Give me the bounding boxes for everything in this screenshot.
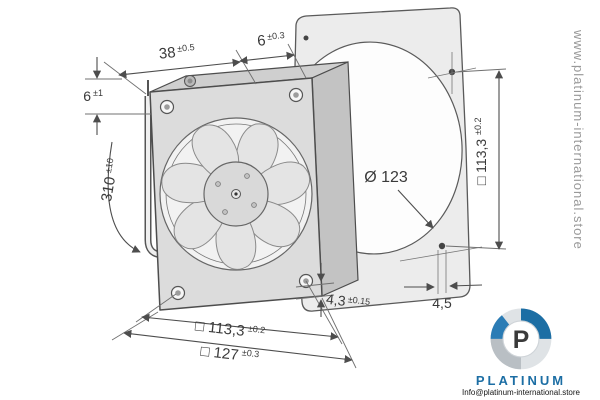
watermark-side-text: www.platinum-international.store bbox=[571, 30, 586, 250]
svg-text:310: 310 bbox=[98, 175, 119, 203]
logo-monogram: P bbox=[513, 327, 530, 354]
svg-text:□ 113,3: □ 113,3 bbox=[473, 139, 489, 186]
svg-text:±10: ±10 bbox=[103, 157, 115, 173]
dim-frame-size: □ 127 ±0.3 bbox=[123, 329, 353, 364]
svg-text:6: 6 bbox=[83, 88, 91, 104]
dim-cutout-diameter: Ø 123 bbox=[364, 169, 434, 229]
dim-mounting-hole-width: 4,5 bbox=[404, 281, 483, 311]
logo-email-text: Info@platinum-international.store bbox=[462, 388, 580, 398]
dim-fan-depth: 38 ±0.5 bbox=[118, 42, 241, 79]
svg-text:±0.2: ±0.2 bbox=[473, 118, 483, 135]
svg-text:6: 6 bbox=[256, 32, 266, 50]
dim-lead-length: 310 ±10 bbox=[98, 141, 141, 253]
svg-text:±1: ±1 bbox=[93, 88, 103, 98]
svg-text:±0.5: ±0.5 bbox=[177, 42, 195, 54]
dim-plate-offset: 4,3 ±0.15 bbox=[295, 263, 371, 317]
svg-text:±0.2: ±0.2 bbox=[247, 323, 265, 335]
axial-fan bbox=[149, 61, 359, 311]
seller-logo: P PLATINUM Info@platinum-international.s… bbox=[446, 304, 596, 398]
dim-lead-exit: 6 ±1 bbox=[83, 57, 152, 135]
dim-hole-spacing-side: □ 113,3 ±0.2 bbox=[473, 70, 504, 250]
plate-hole-bottom-right bbox=[438, 242, 446, 250]
svg-text:±0.3: ±0.3 bbox=[267, 30, 285, 42]
svg-text:Ø 123: Ø 123 bbox=[364, 169, 408, 186]
platinum-logo-icon: P bbox=[490, 308, 552, 370]
plate-hole-top-left bbox=[303, 35, 309, 41]
svg-text:4,5: 4,5 bbox=[432, 295, 452, 311]
impeller-hub bbox=[203, 161, 269, 227]
logo-brand-text: PLATINUM bbox=[475, 372, 567, 388]
svg-text:□ 127: □ 127 bbox=[200, 343, 240, 364]
fan-rear-corner-hole bbox=[187, 78, 193, 84]
svg-text:□ 113,3: □ 113,3 bbox=[194, 317, 245, 340]
dimension-annotations: 38 ±0.5 6 ±0.3 6 ±1 bbox=[83, 30, 507, 369]
svg-text:±0.3: ±0.3 bbox=[241, 347, 259, 359]
svg-text:4,3: 4,3 bbox=[325, 291, 346, 309]
svg-text:38: 38 bbox=[158, 44, 176, 63]
dim-inlet-depth: 6 ±0.3 bbox=[239, 30, 295, 65]
svg-text:±0.15: ±0.15 bbox=[347, 294, 371, 307]
